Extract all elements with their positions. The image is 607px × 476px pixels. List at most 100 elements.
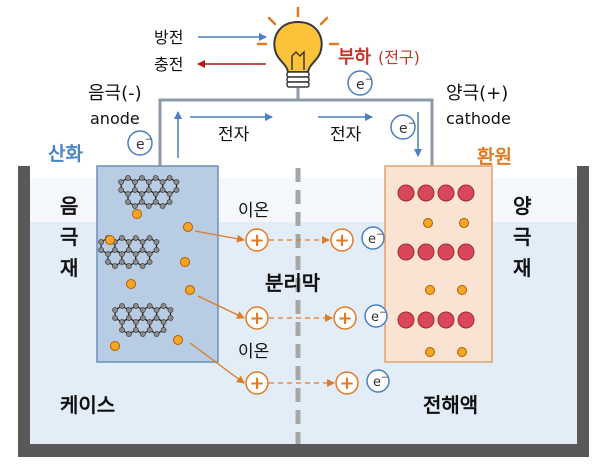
carbon-atom	[139, 247, 146, 253]
electron-e: e	[373, 375, 381, 390]
lithium-dot	[180, 257, 190, 267]
cathode-particle	[397, 311, 415, 329]
carbon-atom	[173, 179, 180, 185]
lithium-dot	[425, 347, 435, 357]
carbon-atom	[146, 251, 153, 257]
carbon-atom	[139, 263, 146, 269]
anode-electrode	[96, 165, 219, 363]
ion-plus: +	[249, 373, 264, 394]
ion-plus: +	[249, 230, 264, 251]
lithium-dot	[457, 347, 467, 357]
ion-path-arrow	[194, 230, 245, 243]
carbon-atom	[166, 175, 173, 181]
case-label: 케이스	[60, 393, 115, 417]
ion-plus: +	[337, 308, 352, 329]
ion-path-arrow	[197, 295, 245, 319]
cathode-material-char-2: 극	[513, 225, 531, 249]
anode-material-char-1: 음	[60, 194, 78, 218]
electron-sup: −	[365, 75, 373, 85]
electron-bubble-load: e −	[347, 70, 373, 96]
lithium-dot	[183, 222, 193, 232]
carbon-atom	[118, 179, 124, 185]
cathode-particles	[397, 184, 475, 357]
lithium-dot	[132, 209, 142, 219]
electron-sup: −	[381, 373, 389, 383]
electron-bubble: e−	[361, 226, 385, 250]
carbon-atom	[132, 235, 139, 241]
electron-e: e	[371, 310, 379, 325]
carbon-atom	[138, 191, 145, 197]
electron-label-left: 전자	[218, 125, 250, 145]
carbon-atom	[153, 239, 160, 245]
carbon-atom	[119, 235, 125, 241]
carbon-atom	[132, 251, 139, 257]
carbon-atom	[167, 307, 174, 313]
ion-label-top: 이온	[238, 201, 269, 221]
carbon-atom	[145, 179, 152, 185]
electron-e: e	[356, 77, 365, 93]
carbon-atom	[132, 303, 139, 309]
lithium-dot	[126, 279, 136, 289]
carbon-atom	[125, 315, 132, 321]
carbon-atom	[125, 263, 132, 269]
cathode-material-char-3: 재	[513, 256, 531, 280]
carbon-atom	[119, 319, 125, 325]
lithium-dot	[423, 218, 433, 228]
cathode-particle	[437, 311, 455, 329]
carbon-atom	[119, 303, 125, 309]
lithium-dot	[110, 341, 120, 351]
ion-plus: +	[339, 373, 354, 394]
carbon-atom	[152, 175, 159, 181]
carbon-atom	[112, 315, 118, 321]
carbon-atom	[145, 187, 152, 193]
discharge-label: 방전	[154, 28, 183, 47]
carbon-atom	[152, 191, 159, 197]
carbon-atom	[105, 251, 111, 257]
carbon-atom	[132, 259, 139, 265]
electron-bubble-cathode: e −	[390, 114, 416, 140]
anode-material-char-3: 재	[60, 256, 78, 280]
anode-lithium-dots	[105, 209, 195, 351]
lithium-dot	[425, 285, 435, 295]
carbon-atom	[119, 259, 125, 265]
cathode-label-ko: 양극(+)	[446, 83, 508, 104]
carbon-atom	[125, 331, 132, 337]
carbon-atom	[146, 327, 153, 333]
lithium-ion: +	[333, 306, 357, 330]
carbon-atom	[125, 239, 132, 245]
carbon-atom	[138, 199, 145, 205]
carbon-atom	[125, 307, 132, 313]
electrolyte-label: 전해액	[423, 393, 478, 417]
ion-plus: +	[249, 308, 264, 329]
carbon-atom	[139, 239, 146, 245]
electron-sup: −	[145, 135, 153, 145]
carbon-atom	[153, 307, 160, 313]
carbon-atom	[166, 199, 173, 205]
carbon-atom	[146, 319, 153, 325]
carbon-atom	[153, 315, 160, 321]
ion-migration: ++e−++e−++e−	[189, 226, 390, 395]
lithium-ion: +	[245, 306, 269, 330]
carbon-atom	[112, 307, 118, 313]
cathode-particle	[437, 243, 455, 261]
ion-label-bottom: 이온	[238, 342, 269, 362]
carbon-atom	[119, 327, 125, 333]
electron-label-right: 전자	[330, 125, 362, 145]
cathode-particle	[457, 243, 475, 261]
external-wire	[158, 98, 434, 166]
cathode-particle	[437, 184, 455, 202]
carbon-atom	[125, 247, 132, 253]
cathode-particle	[457, 184, 475, 202]
cathode-material-char-1: 양	[513, 194, 532, 218]
carbon-atom	[145, 203, 152, 209]
carbon-atom	[118, 187, 124, 193]
electron-e: e	[136, 137, 145, 153]
carbon-atom	[159, 203, 166, 209]
cathode-particle	[457, 311, 475, 329]
carbon-atom	[131, 187, 138, 193]
carbon-atom	[98, 247, 104, 253]
carbon-atom	[160, 319, 167, 325]
carbon-atom	[153, 331, 160, 337]
